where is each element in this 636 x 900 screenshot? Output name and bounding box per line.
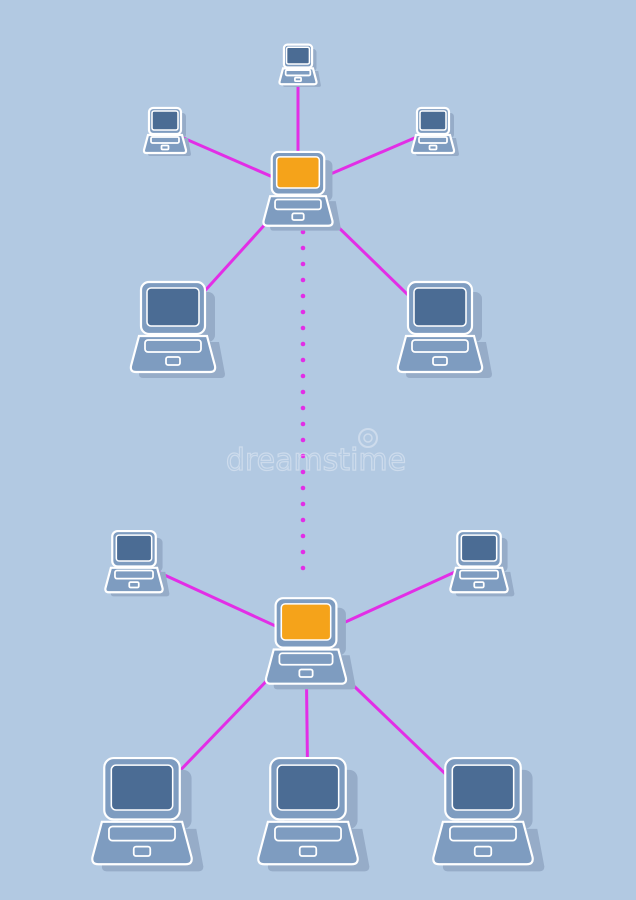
laptop-keyboard — [284, 69, 312, 77]
laptop-base — [449, 566, 509, 594]
backbone-dot — [300, 357, 306, 363]
laptop-touchpad — [291, 212, 305, 221]
laptop-lower-right-bottom — [432, 756, 545, 872]
laptop-touchpad — [473, 845, 493, 857]
watermark-text: dreamstime — [226, 443, 406, 478]
backbone-dot — [300, 469, 306, 475]
laptop-touchpad — [432, 356, 448, 366]
laptop-upper-right-bottom — [449, 529, 515, 597]
backbone-dot — [300, 325, 306, 331]
laptop-keyboard — [108, 825, 176, 842]
laptop-keyboard — [278, 652, 334, 666]
backbone-dot — [300, 437, 306, 443]
laptop-touchpad — [298, 845, 318, 857]
backbone-dot — [300, 341, 306, 347]
backbone-dot — [300, 309, 306, 315]
laptop-screen — [451, 764, 515, 811]
laptop-top-top — [278, 43, 321, 87]
backbone-dot — [300, 261, 306, 267]
backbone-dot — [300, 501, 306, 507]
laptop-upper-left-top — [142, 106, 191, 156]
laptop-screen — [413, 287, 467, 327]
laptop-lower-middle-bottom — [257, 756, 370, 872]
laptop-base — [257, 820, 359, 866]
backbone-dot — [300, 453, 306, 459]
watermark: dreamstime — [225, 428, 407, 479]
backbone-dot — [300, 229, 306, 235]
backbone-dot — [300, 533, 306, 539]
laptop-base — [129, 334, 217, 374]
laptop-keyboard — [144, 339, 202, 353]
laptop-lower-left-bottom — [91, 756, 204, 872]
laptop-screen — [460, 534, 498, 562]
laptop-base — [432, 820, 534, 866]
backbone-dot — [300, 293, 306, 299]
laptop-keyboard — [274, 825, 342, 842]
laptop-base — [262, 195, 334, 227]
backbone-dot — [300, 373, 306, 379]
laptop-touchpad — [160, 144, 170, 151]
laptop-upper-right-top — [410, 106, 459, 156]
hub-screen — [280, 603, 332, 641]
laptop-base — [410, 133, 456, 155]
laptop-lower-left-top — [129, 280, 225, 378]
laptop-keyboard — [274, 198, 322, 211]
laptop-keyboard — [418, 136, 448, 144]
laptop-touchpad — [428, 144, 438, 151]
backbone-dot — [300, 245, 306, 251]
laptop-touchpad — [165, 356, 181, 366]
backbone-dot — [300, 421, 306, 427]
laptop-base — [104, 566, 164, 594]
laptop-base — [142, 133, 188, 155]
laptop-base — [396, 334, 484, 374]
laptop-screen — [276, 764, 340, 811]
backbone-dot — [300, 565, 306, 571]
laptop-upper-left-bottom — [104, 529, 170, 597]
laptop-touchpad — [128, 581, 140, 589]
laptop-keyboard — [150, 136, 180, 144]
hub-screen — [275, 156, 321, 189]
laptop-touchpad — [132, 845, 152, 857]
devices-layer — [91, 43, 545, 872]
camera-lens-icon-inner — [363, 433, 373, 443]
laptop-touchpad — [298, 668, 314, 678]
backbone-dot — [300, 549, 306, 555]
laptop-keyboard — [411, 339, 469, 353]
laptop-lower-right-top — [396, 280, 492, 378]
laptop-keyboard — [449, 825, 517, 842]
laptop-base — [264, 648, 348, 685]
laptop-touchpad — [473, 581, 485, 589]
laptop-touchpad — [294, 76, 302, 83]
laptop-base — [91, 820, 193, 866]
hub-laptop-top — [262, 150, 341, 231]
laptop-screen — [110, 764, 174, 811]
laptop-keyboard — [459, 569, 499, 580]
laptop-screen — [285, 46, 311, 65]
laptop-screen — [115, 534, 153, 562]
backbone-dot — [300, 405, 306, 411]
hub-laptop-bottom — [264, 597, 356, 690]
backbone-dot — [300, 485, 306, 491]
laptop-keyboard — [114, 569, 154, 580]
laptop-screen — [146, 287, 200, 327]
camera-lens-icon — [358, 428, 378, 448]
laptop-screen — [419, 110, 447, 131]
backbone-dot — [300, 389, 306, 395]
laptop-screen — [151, 110, 179, 131]
backbone-dot — [300, 517, 306, 523]
backbone-dot — [300, 277, 306, 283]
